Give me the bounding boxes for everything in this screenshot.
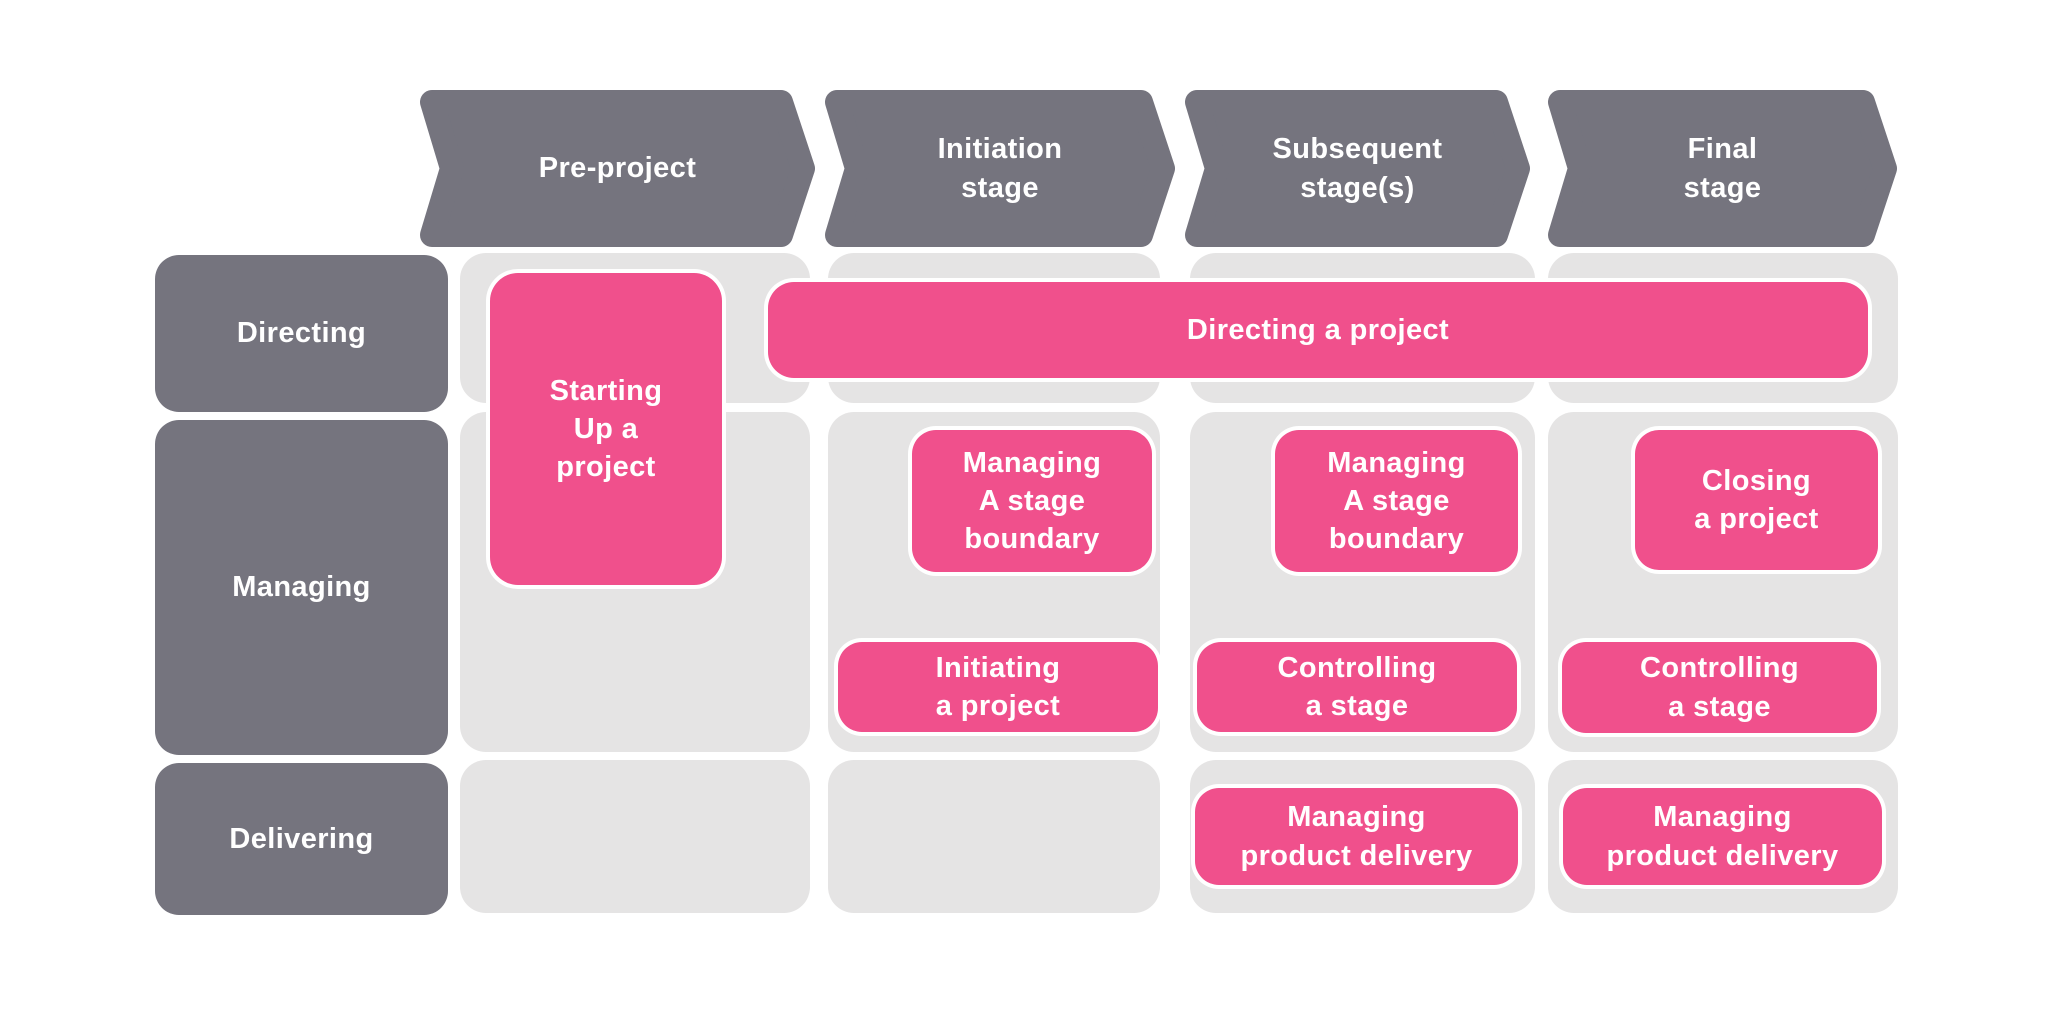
chevron-arrow-icon: [825, 90, 1175, 247]
stage-arrow-subsequent-stages: Subsequent stage(s): [1185, 90, 1530, 247]
stage-arrow-initiation-stage: Initiation stage: [825, 90, 1175, 247]
row-header-label: Directing: [236, 317, 367, 350]
process-box-closing-a-project: Closing a project: [1635, 430, 1878, 570]
stage-arrow-final-stage: Final stage: [1548, 90, 1897, 247]
row-header-label: Delivering: [229, 822, 374, 855]
process-box-label: Managing A stage boundary: [1327, 446, 1466, 556]
process-bar-directing-a-project: Directing a project: [768, 282, 1868, 378]
process-box-managing-a-stage-boundary-initiation: Managing A stage boundary: [912, 430, 1152, 572]
stage-arrow-label: Final stage: [1683, 133, 1762, 204]
stage-arrow-label: Pre-project: [538, 152, 697, 185]
row-header-label: Managing: [232, 571, 371, 604]
process-box-managing-product-delivery-subsequent: Managing product delivery: [1195, 788, 1518, 885]
process-box-label: Controlling a stage: [1277, 651, 1437, 722]
process-box-label: Initiating a project: [935, 651, 1061, 722]
process-box-controlling-a-stage-final: Controlling a stage: [1562, 642, 1877, 733]
chevron-arrow-icon: [420, 90, 815, 247]
stage-arrow-label: Initiation stage: [937, 133, 1063, 204]
process-box-label: Closing a project: [1694, 464, 1819, 535]
row-header-delivering: Delivering: [155, 763, 448, 915]
process-box-initiating-a-project: Initiating a project: [838, 642, 1158, 732]
grid-panel-pre-project-delivering: [460, 760, 810, 913]
process-box-label: Controlling a stage: [1639, 652, 1800, 723]
stage-arrow-pre-project: Pre-project: [420, 90, 815, 247]
grid-panel-initiation-delivering: [828, 760, 1160, 913]
process-box-managing-product-delivery-final: Managing product delivery: [1563, 788, 1882, 885]
process-box-label: Managing A stage boundary: [962, 446, 1102, 556]
chevron-arrow-icon: [1548, 90, 1897, 247]
row-header-managing: Managing: [155, 420, 448, 755]
process-box-controlling-a-stage-subsequent: Controlling a stage: [1197, 642, 1517, 732]
process-box-label: Managing product delivery: [1606, 801, 1839, 872]
row-header-directing: Directing: [155, 255, 448, 412]
process-box-label: Directing a project: [1186, 313, 1450, 346]
process-box-managing-a-stage-boundary-subsequent: Managing A stage boundary: [1275, 430, 1518, 572]
chevron-arrow-icon: [1185, 90, 1530, 247]
process-box-label: Managing product delivery: [1240, 801, 1473, 872]
process-box-label: Starting Up a project: [549, 374, 663, 484]
stage-arrow-label: Subsequent stage(s): [1272, 133, 1443, 204]
process-box-starting-up-a-project: Starting Up a project: [490, 273, 722, 585]
